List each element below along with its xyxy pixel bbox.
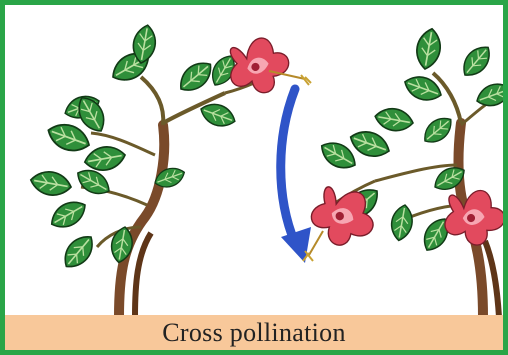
cross-pollination-illustration xyxy=(5,5,503,317)
left-plant xyxy=(29,23,311,317)
caption-band: Cross pollination xyxy=(5,315,503,350)
curved-arrow-icon xyxy=(281,89,311,263)
caption-text: Cross pollination xyxy=(162,320,346,346)
right-plant xyxy=(303,27,503,317)
